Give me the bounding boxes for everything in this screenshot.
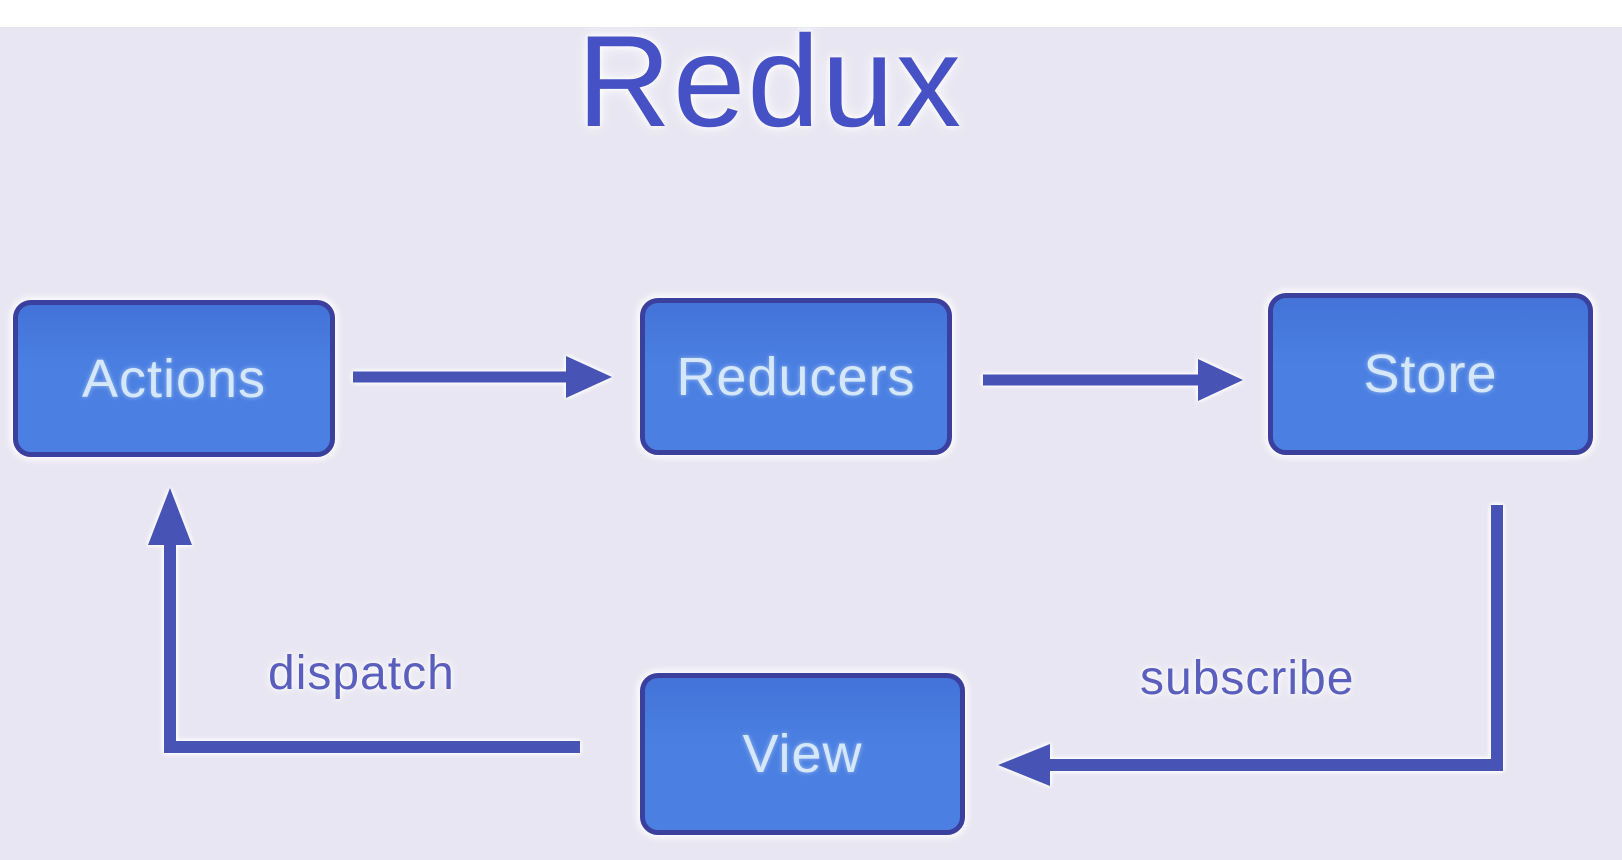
node-store-label: Store xyxy=(1363,344,1498,404)
edge-label-subscribe: subscribe xyxy=(1140,652,1355,705)
node-actions: Actions xyxy=(13,300,335,457)
node-reducers: Reducers xyxy=(640,298,952,455)
node-view-label: View xyxy=(742,724,863,784)
arrow-actions-to-reducers xyxy=(353,356,612,398)
node-reducers-label: Reducers xyxy=(676,346,916,407)
diagram-title: Redux xyxy=(577,8,963,154)
arrow-view-to-actions-dispatch xyxy=(148,488,580,753)
node-store: Store xyxy=(1268,293,1593,455)
top-white-strip xyxy=(0,0,1622,27)
arrow-store-to-view-subscribe xyxy=(998,505,1503,786)
arrow-reducers-to-store xyxy=(983,359,1243,401)
edge-label-dispatch: dispatch xyxy=(268,647,455,700)
node-actions-label: Actions xyxy=(81,348,267,409)
node-view: View xyxy=(640,673,965,835)
